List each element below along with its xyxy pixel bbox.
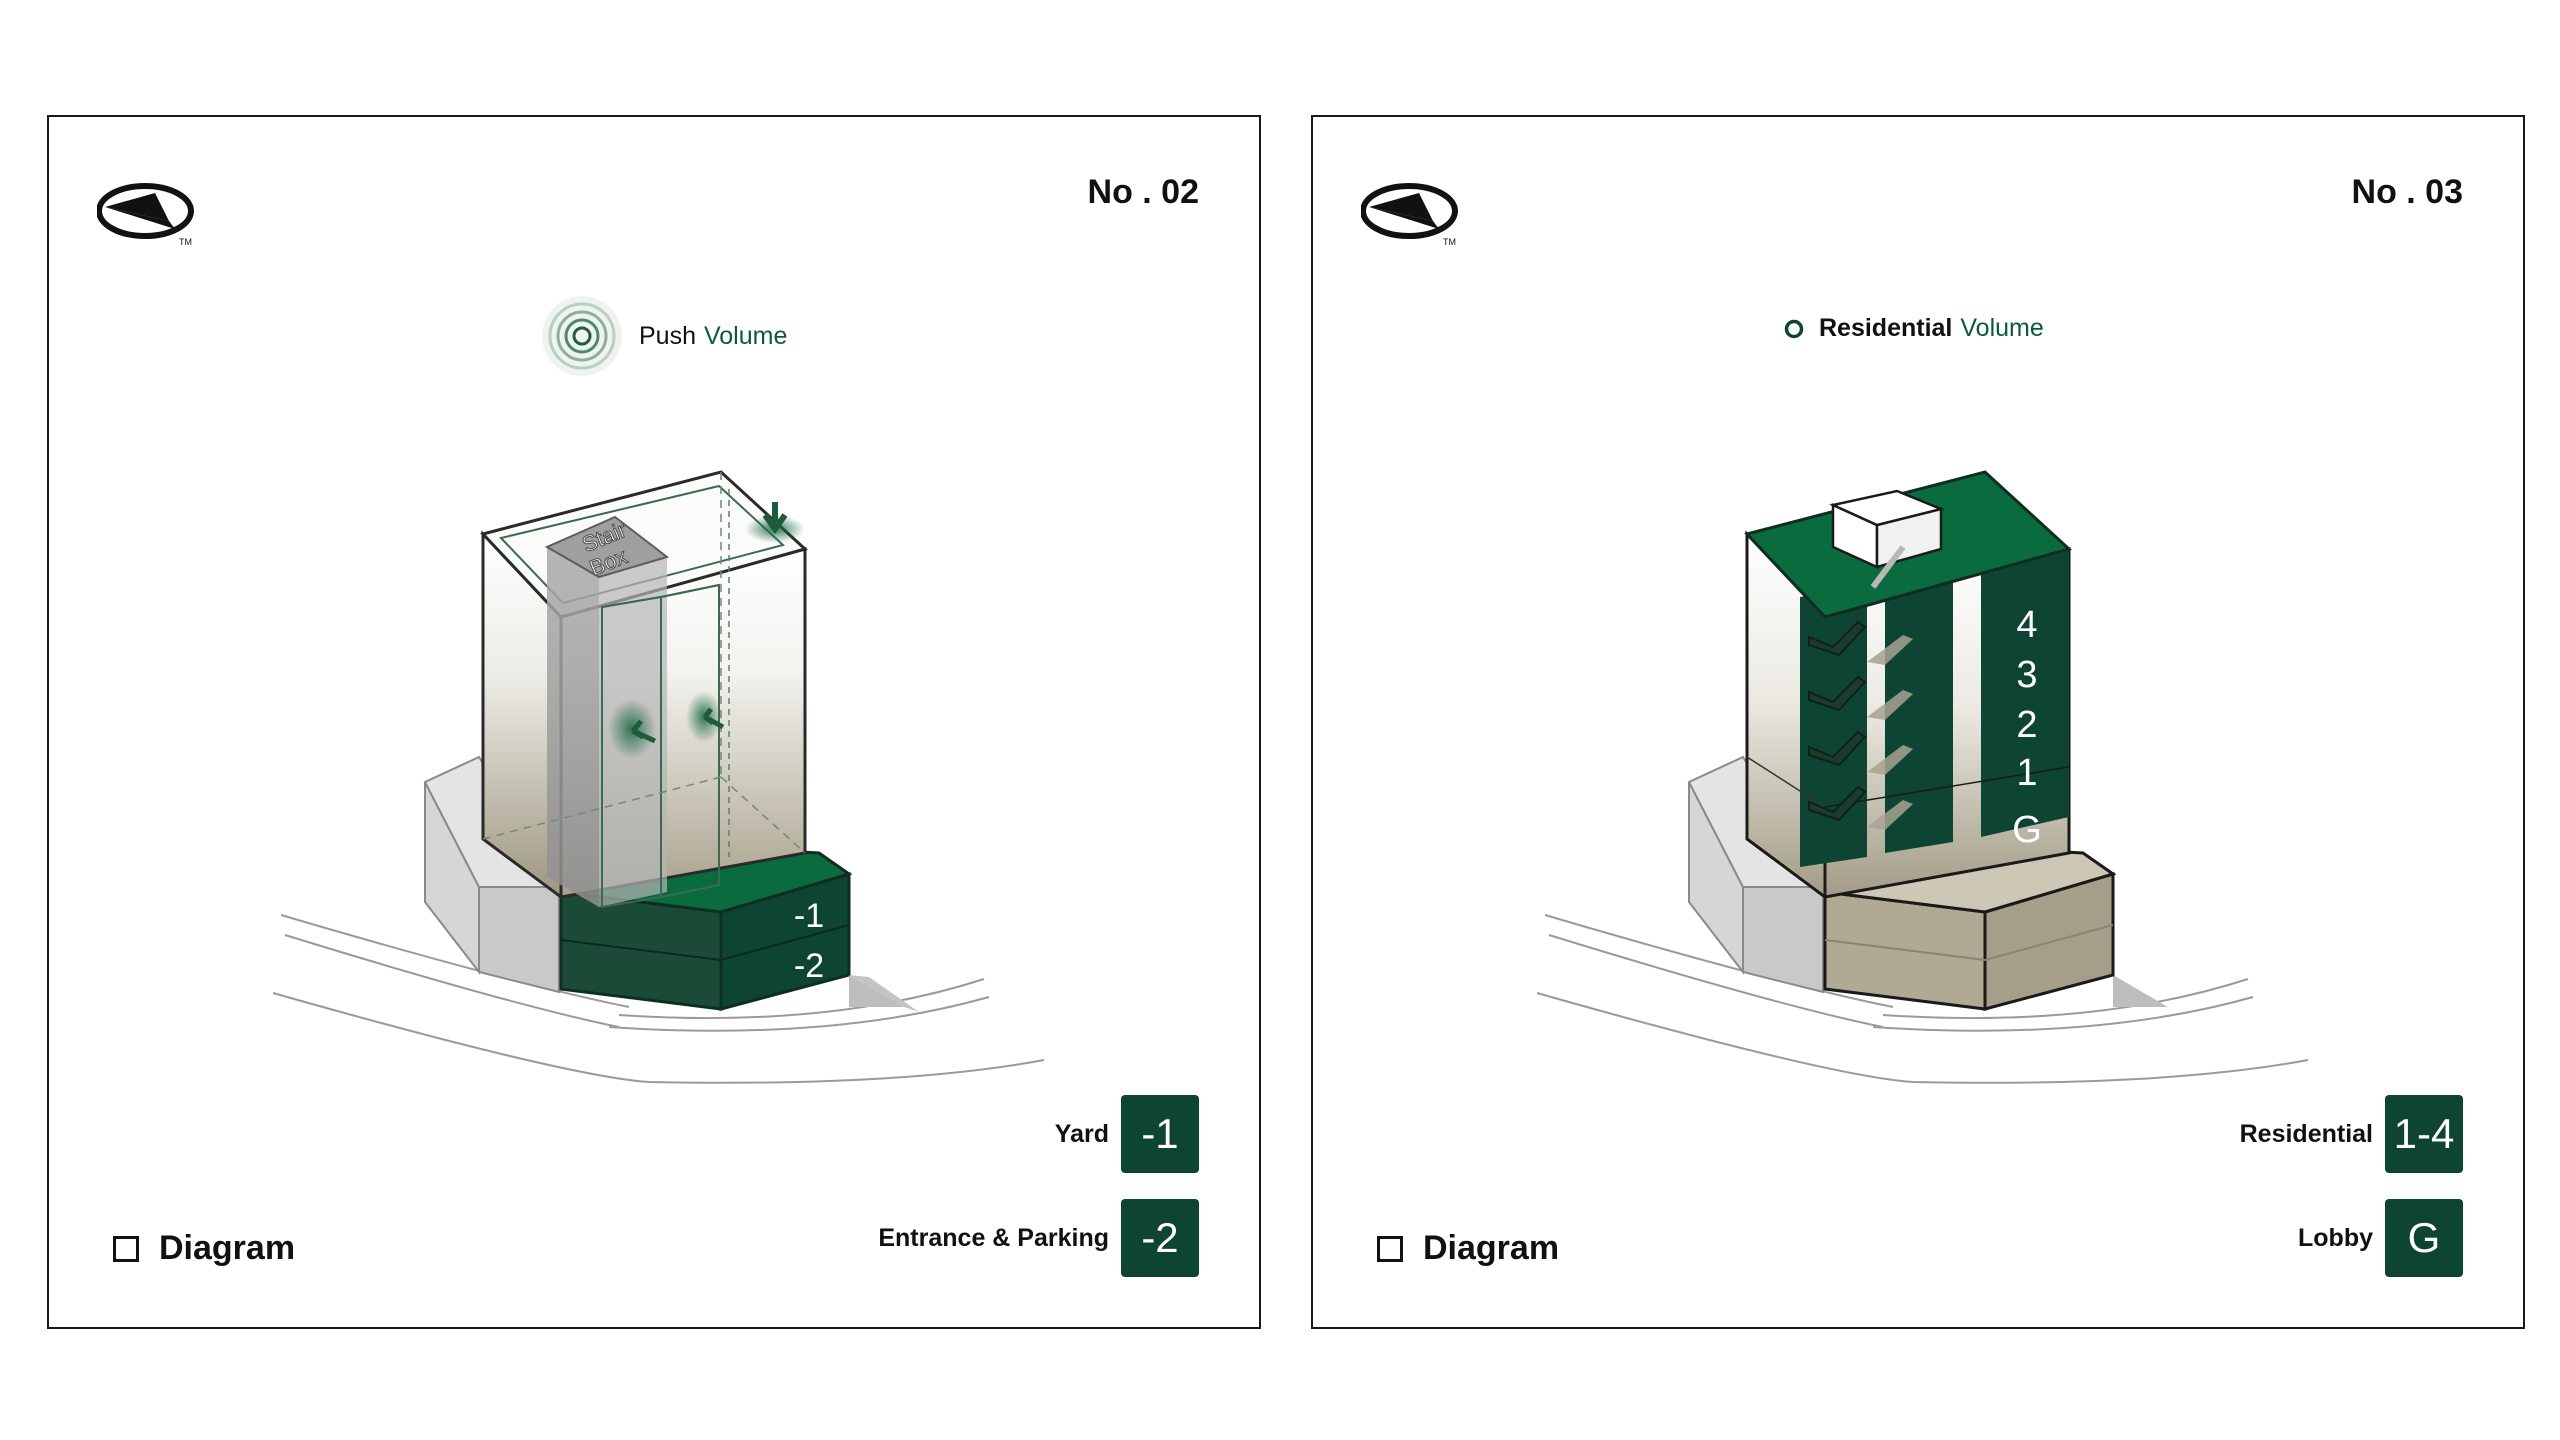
floor-label: G [2012,809,2042,851]
ring-icon [1784,319,1804,338]
square-outline-icon [113,1235,139,1262]
panel-number: No . 02 [1087,173,1199,211]
key-badge: -1 [1121,1095,1199,1173]
arrow-icon [703,707,725,730]
key-row-lobby: Lobby G [2298,1199,2463,1277]
compass-icon: TM [1361,183,1458,247]
key-badge: G [2385,1199,2463,1277]
floor-label: 3 [2016,654,2037,696]
svg-text:TM: TM [1443,237,1456,247]
key-label: Lobby [2298,1223,2373,1252]
svg-text:TM: TM [179,237,192,247]
compass-icon: TM [97,183,194,247]
diagram-label: Diagram [113,1229,295,1268]
push-volume-diagram: -1 -2 Stair Box [272,470,1045,1084]
key-row-residential: Residential 1-4 [2240,1095,2463,1173]
floor-label: 2 [2016,704,2037,746]
panel-number: No . 03 [2351,173,2463,211]
floor-label: -1 [794,897,824,935]
key-badge: 1-4 [2385,1095,2463,1173]
diagram-text: Diagram [159,1229,296,1267]
key-row-yard: Yard -1 [1055,1095,1199,1173]
key-badge: -2 [1121,1199,1199,1277]
legend-accent: Volume [1960,314,2044,342]
residential-volume-diagram: 4 3 2 1 G [1536,470,2309,1084]
key-row-entrance: Entrance & Parking -2 [878,1199,1199,1277]
key-label: Residential [2239,1119,2373,1148]
key-label: Entrance & Parking [878,1223,1109,1252]
floor-label: 1 [2016,752,2037,794]
square-outline-icon [1377,1235,1403,1262]
arrow-icon [762,502,788,535]
diagram-text: Diagram [1423,1229,1560,1267]
floor-label: -2 [794,947,824,985]
key-label: Yard [1054,1119,1109,1148]
arrow-icon [631,719,657,744]
floor-label: 4 [2016,604,2037,646]
legend-accent: Volume [703,321,788,350]
legend-prefix: Push [639,321,696,350]
legend-prefix: Residential [1819,314,1953,342]
push-ripple-icon [542,296,622,376]
diagram-label: Diagram [1377,1229,1559,1268]
